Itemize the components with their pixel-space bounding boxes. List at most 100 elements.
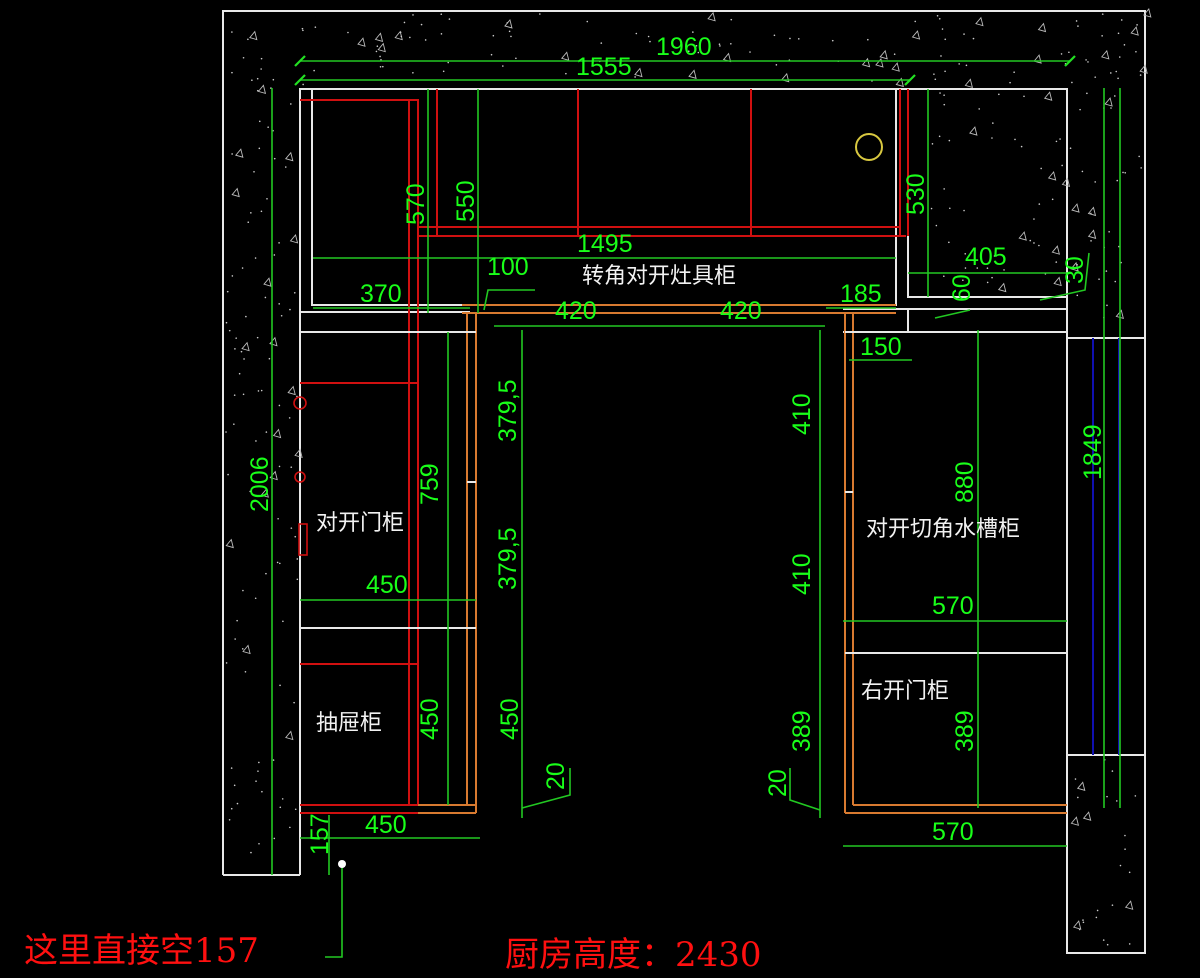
hatch-triangle — [294, 448, 303, 459]
hatch-dot — [635, 32, 638, 35]
hatch-dot — [1108, 231, 1110, 233]
hatch-dot — [282, 620, 284, 623]
hatch-dot — [301, 27, 304, 30]
hatch-triangle — [895, 77, 904, 88]
hatch-dot — [231, 31, 233, 33]
hatch-dot — [944, 70, 946, 73]
hinge-icon — [294, 471, 306, 483]
hatch-triangle — [1072, 920, 1082, 930]
hatch-dot — [225, 321, 228, 324]
hatch-dot — [1003, 269, 1005, 271]
hatch-triangle — [911, 30, 921, 40]
hatch-dot — [258, 842, 260, 845]
hatch-dot — [228, 818, 231, 821]
hatch-dot — [382, 65, 384, 68]
hatch-dot — [789, 37, 791, 40]
dim-1555: 1555 — [576, 53, 632, 81]
hatch-dot — [1068, 51, 1070, 54]
hatch-dot — [412, 14, 414, 16]
hatch-dot — [278, 465, 281, 468]
hatch-triangle — [272, 428, 282, 439]
hatch-triangle — [1130, 26, 1139, 36]
dim-410-a: 410 — [788, 393, 816, 435]
hatch-dot — [515, 57, 517, 60]
hatch-dot — [242, 589, 244, 592]
hatch-dot — [1082, 921, 1085, 924]
hatch-dot — [255, 780, 257, 782]
hatch-dot — [238, 372, 241, 375]
hatch-dot — [235, 337, 237, 339]
hatch-dot — [991, 276, 993, 279]
dimension-lines — [271, 55, 1121, 958]
hatch-dot — [963, 209, 965, 212]
hatch-dot — [930, 207, 933, 210]
hatch-dot — [687, 50, 690, 52]
dim-405: 405 — [965, 243, 1007, 271]
hatch-dot — [249, 490, 251, 493]
hatch-dot — [1115, 70, 1118, 73]
hinge-icon — [293, 396, 307, 410]
hatch-triangle — [634, 67, 643, 78]
hatch-dot — [289, 826, 291, 829]
hatch-dot — [409, 36, 411, 39]
hatch-dot — [347, 31, 349, 34]
hatch-dot — [944, 38, 947, 41]
hatch-triangle — [1043, 91, 1053, 101]
hatch-triangle — [891, 62, 900, 72]
hatch-dot — [647, 35, 650, 38]
hatch-dot — [938, 18, 941, 20]
dim-1495: 1495 — [577, 230, 633, 258]
dim-389-inner: 389 — [951, 710, 979, 752]
hatch-triangle — [1071, 203, 1080, 213]
dim-20-right: 20 — [764, 769, 792, 797]
hatch-triangle — [997, 282, 1007, 293]
hatch-dot — [933, 73, 935, 75]
hatch-dot — [1119, 864, 1122, 867]
hatch-triangle — [1018, 231, 1027, 241]
hatch-dot — [972, 37, 975, 40]
hatch-dot — [236, 802, 239, 805]
hatch-dot — [964, 253, 967, 255]
hatch-dot — [1013, 71, 1015, 73]
hatch-dot — [257, 390, 260, 392]
hatch-dot — [1128, 943, 1131, 945]
hatch-triangle — [861, 57, 871, 68]
hatch-dot — [1106, 943, 1109, 946]
hatch-dot — [440, 33, 443, 35]
dim-420-a: 420 — [555, 297, 597, 325]
dim-379-5-a: 379,5 — [494, 379, 522, 442]
hatch-dot — [253, 170, 255, 173]
hatch-dot — [1123, 44, 1126, 46]
hatch-dot — [255, 440, 257, 442]
hatch-dot — [231, 275, 234, 277]
hatch-triangle — [377, 42, 386, 53]
hatch-dot — [490, 53, 493, 56]
hatch-dot — [695, 44, 698, 47]
hatch-dot — [502, 65, 504, 67]
hatch-triangle — [285, 730, 294, 741]
hatch-dot — [1033, 218, 1035, 220]
hatch-dot — [1040, 167, 1042, 170]
hatch-dot — [296, 558, 299, 560]
hatch-dot — [719, 45, 721, 47]
hatch-dot — [964, 267, 967, 269]
hatch-dot — [565, 72, 567, 75]
hatch-dot — [276, 561, 279, 564]
hatch-dot — [1116, 179, 1119, 182]
hatch-triangle — [1070, 816, 1080, 826]
hatch-triangle — [707, 11, 716, 22]
hatch-dot — [266, 198, 268, 200]
hatch-dot — [1124, 834, 1126, 837]
hatch-dot — [273, 254, 276, 256]
hatch-dot — [600, 42, 603, 44]
hatch-dot — [278, 303, 280, 305]
hatch-dot — [940, 55, 942, 57]
hatch-dot — [233, 394, 236, 396]
hatch-dot — [993, 255, 996, 257]
hatch-dot — [539, 13, 541, 15]
hatch-triangle — [235, 148, 244, 158]
dim-570-bottom: 570 — [932, 818, 974, 846]
hatch-dot — [225, 662, 228, 664]
hatch-dot — [379, 55, 381, 58]
hatch-dot — [962, 279, 964, 282]
